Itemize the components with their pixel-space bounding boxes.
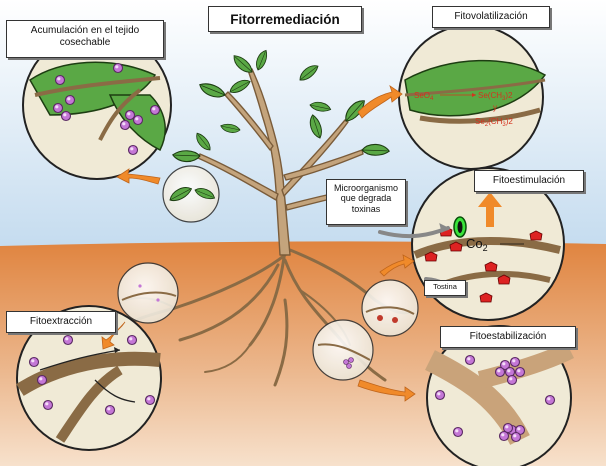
svg-text:SeO4: SeO4 bbox=[414, 91, 434, 102]
phytoextraction-circle bbox=[16, 305, 162, 451]
phytostabilization-circle bbox=[425, 325, 575, 466]
root-detail-circle-left bbox=[117, 262, 179, 324]
root-detail-circle-middle bbox=[361, 279, 419, 337]
accumulation-label: Acumulación en el tejido cosechable bbox=[6, 20, 164, 58]
phytostabilization-label: Fitoestabilización bbox=[440, 326, 576, 348]
phytoextraction-label: Fitoextracción bbox=[6, 311, 116, 333]
co2-label: Co2 bbox=[466, 236, 488, 253]
and-label: y bbox=[493, 103, 497, 112]
leaf-detail-circle bbox=[162, 165, 220, 223]
svg-text:Se2(CH3)2: Se2(CH3)2 bbox=[475, 117, 513, 128]
title-label: Fitorremediación bbox=[208, 6, 362, 32]
root-detail-circle-bottom bbox=[312, 319, 374, 381]
phytostimulation-label: Fitoestimulación bbox=[474, 170, 584, 192]
microorganism-label: Microorganismo que degrada toxinas bbox=[326, 179, 406, 225]
phytovolatilization-label: Fitovolatilización bbox=[432, 6, 550, 28]
toxins-label: Tostina bbox=[424, 280, 466, 296]
accumulation-circle bbox=[22, 30, 172, 180]
selenium-labels: SeO4 Se(CH3)2 y Se2(CH3)2 bbox=[414, 91, 513, 128]
seo4-formula: SeO bbox=[414, 91, 430, 100]
process-arrows bbox=[101, 85, 416, 402]
svg-text:Se(CH3)2: Se(CH3)2 bbox=[478, 91, 513, 102]
